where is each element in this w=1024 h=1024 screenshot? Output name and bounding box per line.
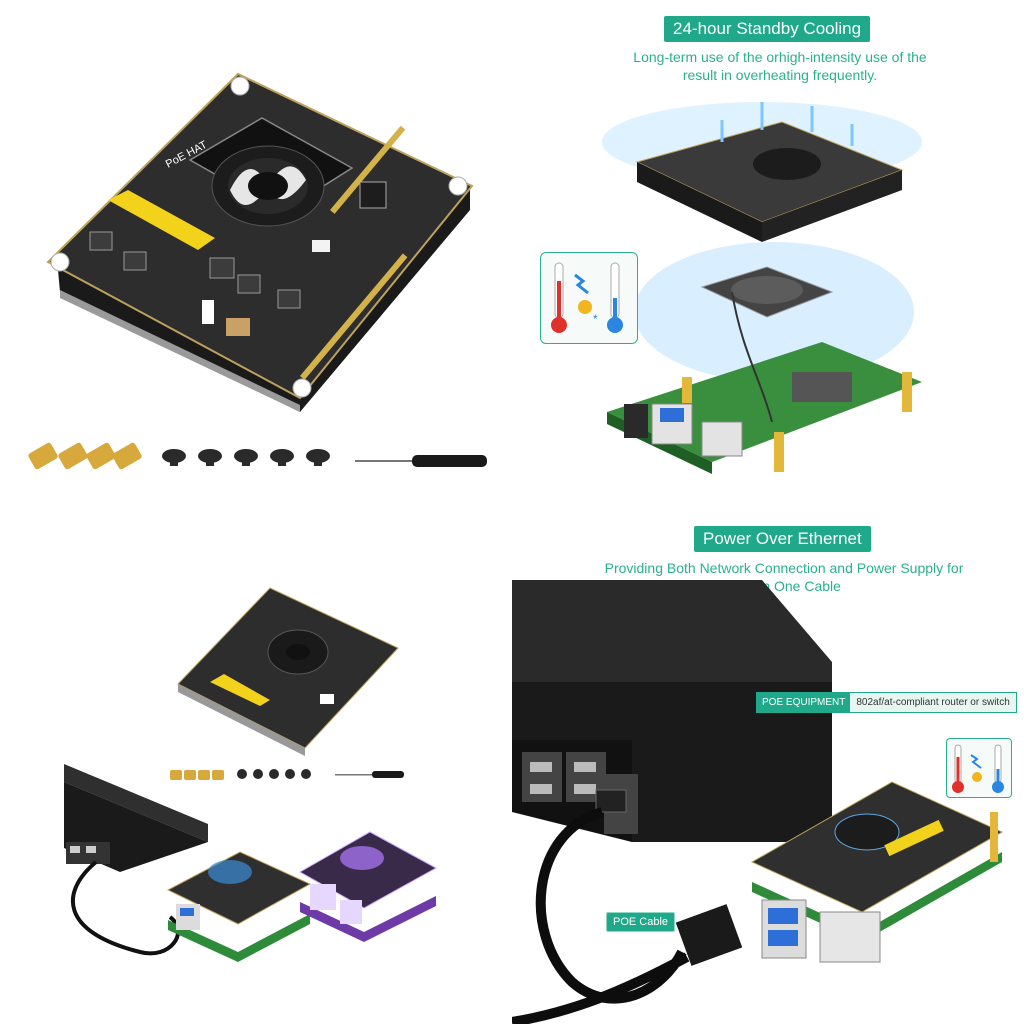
poe-equipment-label: POE EQUIPMENT: [757, 693, 851, 712]
kit-panel: [0, 512, 512, 1024]
cooling-title: 24-hour Standby Cooling: [664, 16, 871, 42]
cooling-caption-line-1: Long-term use of the orhigh-intensity us…: [633, 49, 927, 65]
svg-text:*: *: [593, 312, 598, 326]
poe-panel: Power Over Ethernet Providing Both Netwo…: [512, 512, 1024, 1024]
thermometer-icon: [946, 738, 1012, 798]
poe-illustration: [512, 580, 1004, 1024]
poe-title: Power Over Ethernet: [694, 526, 871, 552]
poe-equipment-tag: POE EQUIPMENT 802af/at-compliant router …: [756, 692, 1017, 713]
kit-illustration: [64, 587, 438, 962]
poe-equipment-value: 802af/at-compliant router or switch: [850, 693, 1016, 712]
poe-hat-product-image: PoE HAT: [28, 72, 487, 470]
cooling-caption: Long-term use of the orhigh-intensity us…: [552, 48, 1008, 84]
screwdriver-icon: [355, 455, 487, 467]
yellow-label: [108, 190, 215, 250]
cooling-illustration: [602, 102, 922, 474]
poe-caption-line-1: Providing Both Network Connection and Po…: [604, 560, 964, 576]
poe-cable-label: POE Cable: [606, 912, 676, 932]
thermometer-icon: *: [540, 252, 638, 344]
board-top: [46, 72, 474, 400]
cooling-caption-line-2: result in overheating frequently.: [682, 67, 878, 83]
screws: [162, 449, 330, 466]
cooling-panel: 24-hour Standby Cooling Long-term use of…: [512, 0, 1024, 512]
brass-standoffs: [28, 442, 142, 470]
product-panel: PoE HAT: [0, 0, 512, 512]
